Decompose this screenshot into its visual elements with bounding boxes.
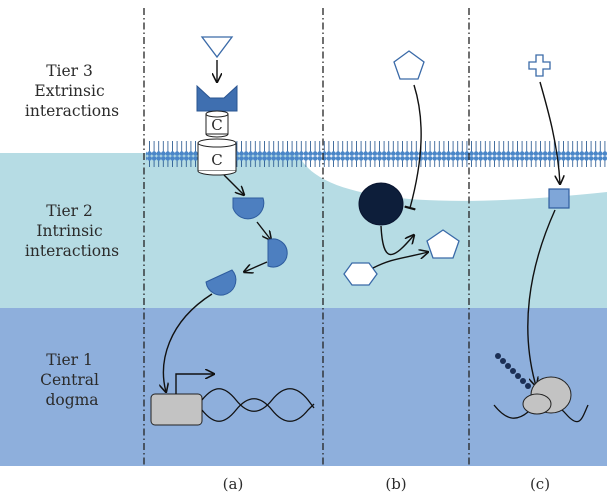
tier2-line1: Tier 2 [46,202,93,220]
panel-label-b: (b) [385,475,406,493]
tier2-line3: interactions [25,242,119,260]
dna-strands [201,388,315,422]
panel-dividers [143,8,470,466]
ligand-cross-icon [528,54,551,77]
tier3-line3: interactions [25,102,119,120]
tier1-label: Tier 1 Central dogma [40,351,104,409]
tier1-line1: Tier 1 [46,351,93,369]
signaling-protein-2 [267,238,288,268]
tier1-line2: Central [40,371,99,389]
panel-c [493,54,589,423]
receptor-label-top: C [211,116,222,134]
tier3-label: Tier 3 Extrinsic interactions [25,62,119,120]
signaling-protein-1 [232,197,265,220]
panel-label-a: (a) [223,475,244,493]
tier1-band [0,308,607,466]
receptor-binding-site-icon [196,84,238,112]
enzyme-dark-protein [358,182,404,226]
product-pentagon-icon [426,229,460,259]
ligand-triangle-icon [200,36,234,59]
tier3-line1: Tier 3 [46,62,93,80]
panel-label-c: (c) [530,475,550,493]
tier2-line2: Intrinsic [36,222,102,240]
receptor-label-bottom: C [211,151,222,169]
tier3-line2: Extrinsic [34,82,104,100]
ribosome-small-subunit [522,393,552,415]
receptor-square [548,188,570,209]
signaling-protein-3 [205,269,237,296]
transcription-factor-box [150,393,203,426]
panel-b [343,50,460,286]
receptor-lower-cylinder: C [197,138,237,176]
tier2-label: Tier 2 Intrinsic interactions [25,202,119,260]
receptor-upper-cylinder: C [205,110,229,138]
substrate-hexagon-icon [343,262,378,286]
panel-a: C C [150,36,315,426]
ribosome-chain-icon [495,353,531,389]
tier3-band [0,0,607,153]
promoter-arrow-icon [175,374,214,394]
ligand-pentagon-icon [393,50,425,80]
tier1-line3: dogma [45,391,98,409]
